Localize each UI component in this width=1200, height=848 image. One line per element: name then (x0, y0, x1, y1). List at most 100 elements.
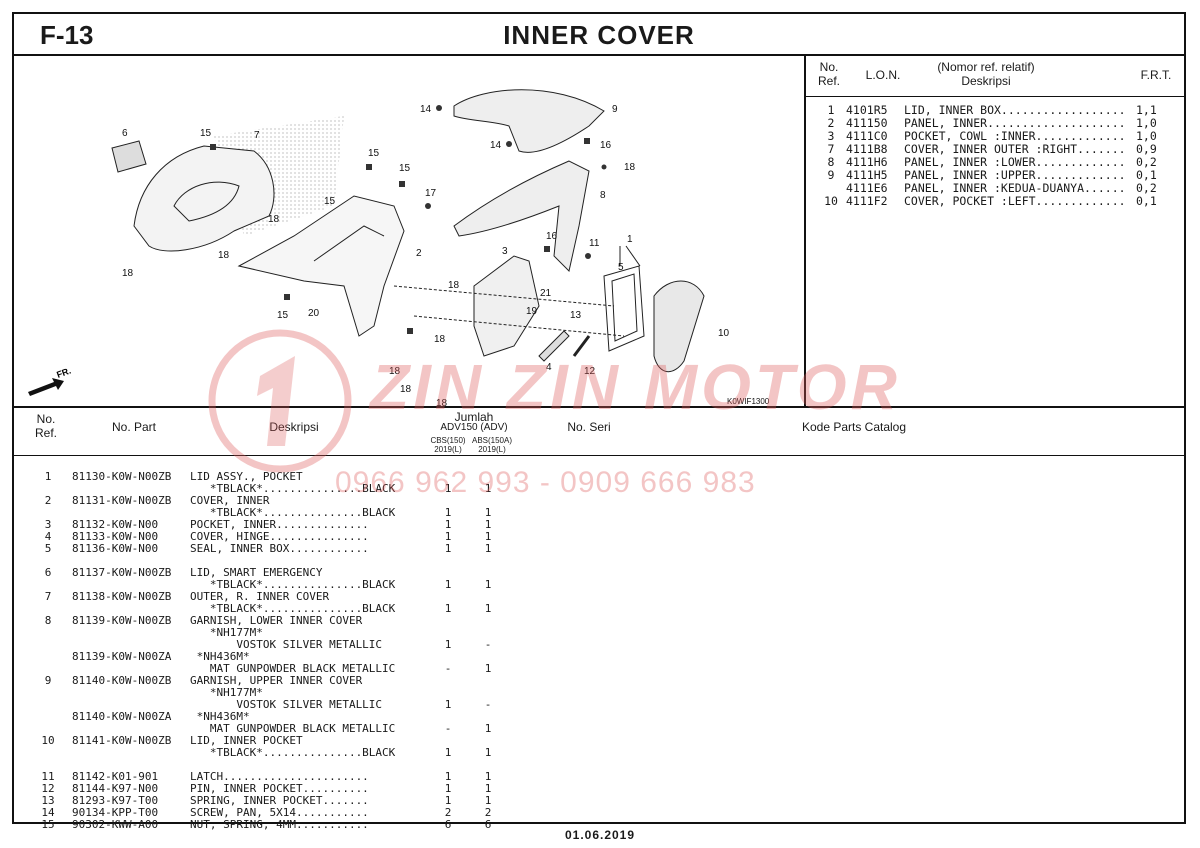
qty-abs: 6 (484, 818, 492, 831)
parts-row (14, 554, 1184, 566)
fastener-17 (425, 203, 431, 209)
leader-line (625, 245, 641, 267)
parts-row: *NH177M* (14, 686, 1184, 699)
part-number: 81132-K0W-N00 (72, 518, 159, 531)
callout-5: 5 (618, 262, 624, 273)
part-ref: 4 (44, 530, 52, 543)
lon-frt: 0,1 (1136, 168, 1157, 182)
part-desc: VOSTOK SILVER METALLIC (190, 698, 383, 711)
lon-header-desc-1: (Nomor ref. relatif) (937, 60, 1035, 74)
qty-abs: 2 (484, 806, 492, 819)
callout-12: 12 (584, 366, 596, 377)
part-number: 81293-K97-T00 (72, 794, 159, 807)
exploded-diagram: 1 2 3 4 5 6 7 8 9 10 11 12 13 14 14 15 1… (14, 56, 806, 406)
lon-desc: LID, INNER BOX.................. (904, 103, 1126, 117)
qty-abs: 1 (484, 794, 492, 807)
part-desc: *NH177M* (190, 626, 263, 639)
fastener-16 (544, 246, 550, 252)
part-number: 81138-K0W-N00ZB (72, 590, 172, 603)
parts-header-desc: Deskripsi (269, 420, 319, 434)
qty-abs: 1 (484, 530, 492, 543)
lon-frt: 1,0 (1136, 129, 1157, 143)
lon-frt: 0,2 (1136, 181, 1157, 195)
parts-header-catalog: Kode Parts Catalog (801, 420, 907, 434)
callout-15: 15 (200, 128, 212, 139)
part-2-detail (313, 225, 385, 262)
lon-code: 4111H5 (846, 168, 888, 182)
lon-desc: PANEL, INNER.................... (904, 116, 1126, 130)
part-9-upper-garnish (453, 89, 605, 153)
footer-date: 01.06.2019 (564, 828, 636, 842)
part-desc: *TBLACK*...............BLACK (190, 506, 396, 519)
lon-header-ref: Ref. (817, 74, 840, 88)
parts-row: MAT GUNPOWDER BLACK METALLIC-1 (14, 662, 1184, 675)
parts-header-col1-b: 2019(L) (434, 445, 462, 454)
lon-code: 4111H6 (846, 155, 888, 169)
part-ref: 13 (41, 794, 55, 807)
part-desc: SCREW, PAN, 5X14........... (190, 806, 369, 819)
parts-row: *NH177M* (14, 626, 1184, 639)
lon-ref: 8 (827, 155, 835, 169)
part-5-seal (603, 265, 645, 352)
part-8-lower-garnish (453, 160, 590, 272)
callout-18: 18 (389, 366, 401, 377)
parts-row: 7 81138-K0W-N00ZB OUTER, R. INNER COVER (14, 590, 1184, 603)
guide-line (393, 285, 615, 307)
catalog-page: F-13 INNER COVER (12, 12, 1186, 831)
callout-7: 7 (254, 130, 260, 141)
part-desc: GARNISH, LOWER INNER COVER (190, 614, 363, 627)
lon-frt: 1,0 (1136, 116, 1157, 130)
callout-15: 15 (277, 310, 289, 321)
lon-frt: 1,1 (1136, 103, 1157, 117)
parts-header-seri: No. Seri (567, 420, 611, 434)
callout-18: 18 (218, 250, 230, 261)
callout-16: 16 (600, 140, 612, 151)
lon-code: 4111F2 (846, 194, 888, 208)
part-3-pocket (473, 255, 540, 357)
part-2-inner-cover (237, 195, 405, 337)
part-desc: OUTER, R. INNER COVER (190, 590, 330, 603)
part-ref: 7 (44, 590, 52, 603)
qty-cbs: 1 (444, 578, 452, 591)
qty-cbs: 6 (444, 818, 452, 831)
fastener-14 (436, 105, 442, 111)
part-5-seal-inner (611, 273, 638, 342)
qty-cbs: 1 (444, 746, 452, 759)
callout-18: 18 (268, 214, 280, 225)
lon-desc: PANEL, INNER :KEDUA-DUANYA...... (904, 181, 1126, 195)
callout-9: 9 (612, 104, 618, 115)
qty-abs: 1 (484, 722, 492, 735)
fastener-15 (399, 181, 405, 187)
callout-17: 17 (425, 188, 437, 199)
qty-abs: 1 (484, 506, 492, 519)
qty-abs: 1 (484, 542, 492, 555)
qty-abs: - (484, 698, 492, 711)
callout-18: 18 (400, 384, 412, 395)
lon-divider (806, 96, 1186, 97)
parts-header-no: No. (36, 412, 56, 426)
qty-abs: 1 (484, 770, 492, 783)
part-number: 81131-K0W-N00ZB (72, 494, 172, 507)
part-desc: *TBLACK*...............BLACK (190, 602, 396, 615)
part-desc: COVER, HINGE............... (190, 530, 369, 543)
qty-cbs: 1 (444, 602, 452, 615)
lon-desc: POCKET, COWL :INNER............. (904, 129, 1126, 143)
callout-11: 11 (589, 238, 600, 249)
lon-ref: 7 (827, 142, 835, 156)
watermark-brand: ZIN ZIN MOTOR (370, 351, 901, 423)
qty-cbs: 1 (444, 542, 452, 555)
qty-cbs: 1 (444, 638, 452, 651)
parts-header-col1-a: CBS(150) (430, 436, 466, 445)
part-desc: LID, INNER POCKET (190, 734, 303, 747)
part-number: 81136-K0W-N00 (72, 542, 159, 555)
